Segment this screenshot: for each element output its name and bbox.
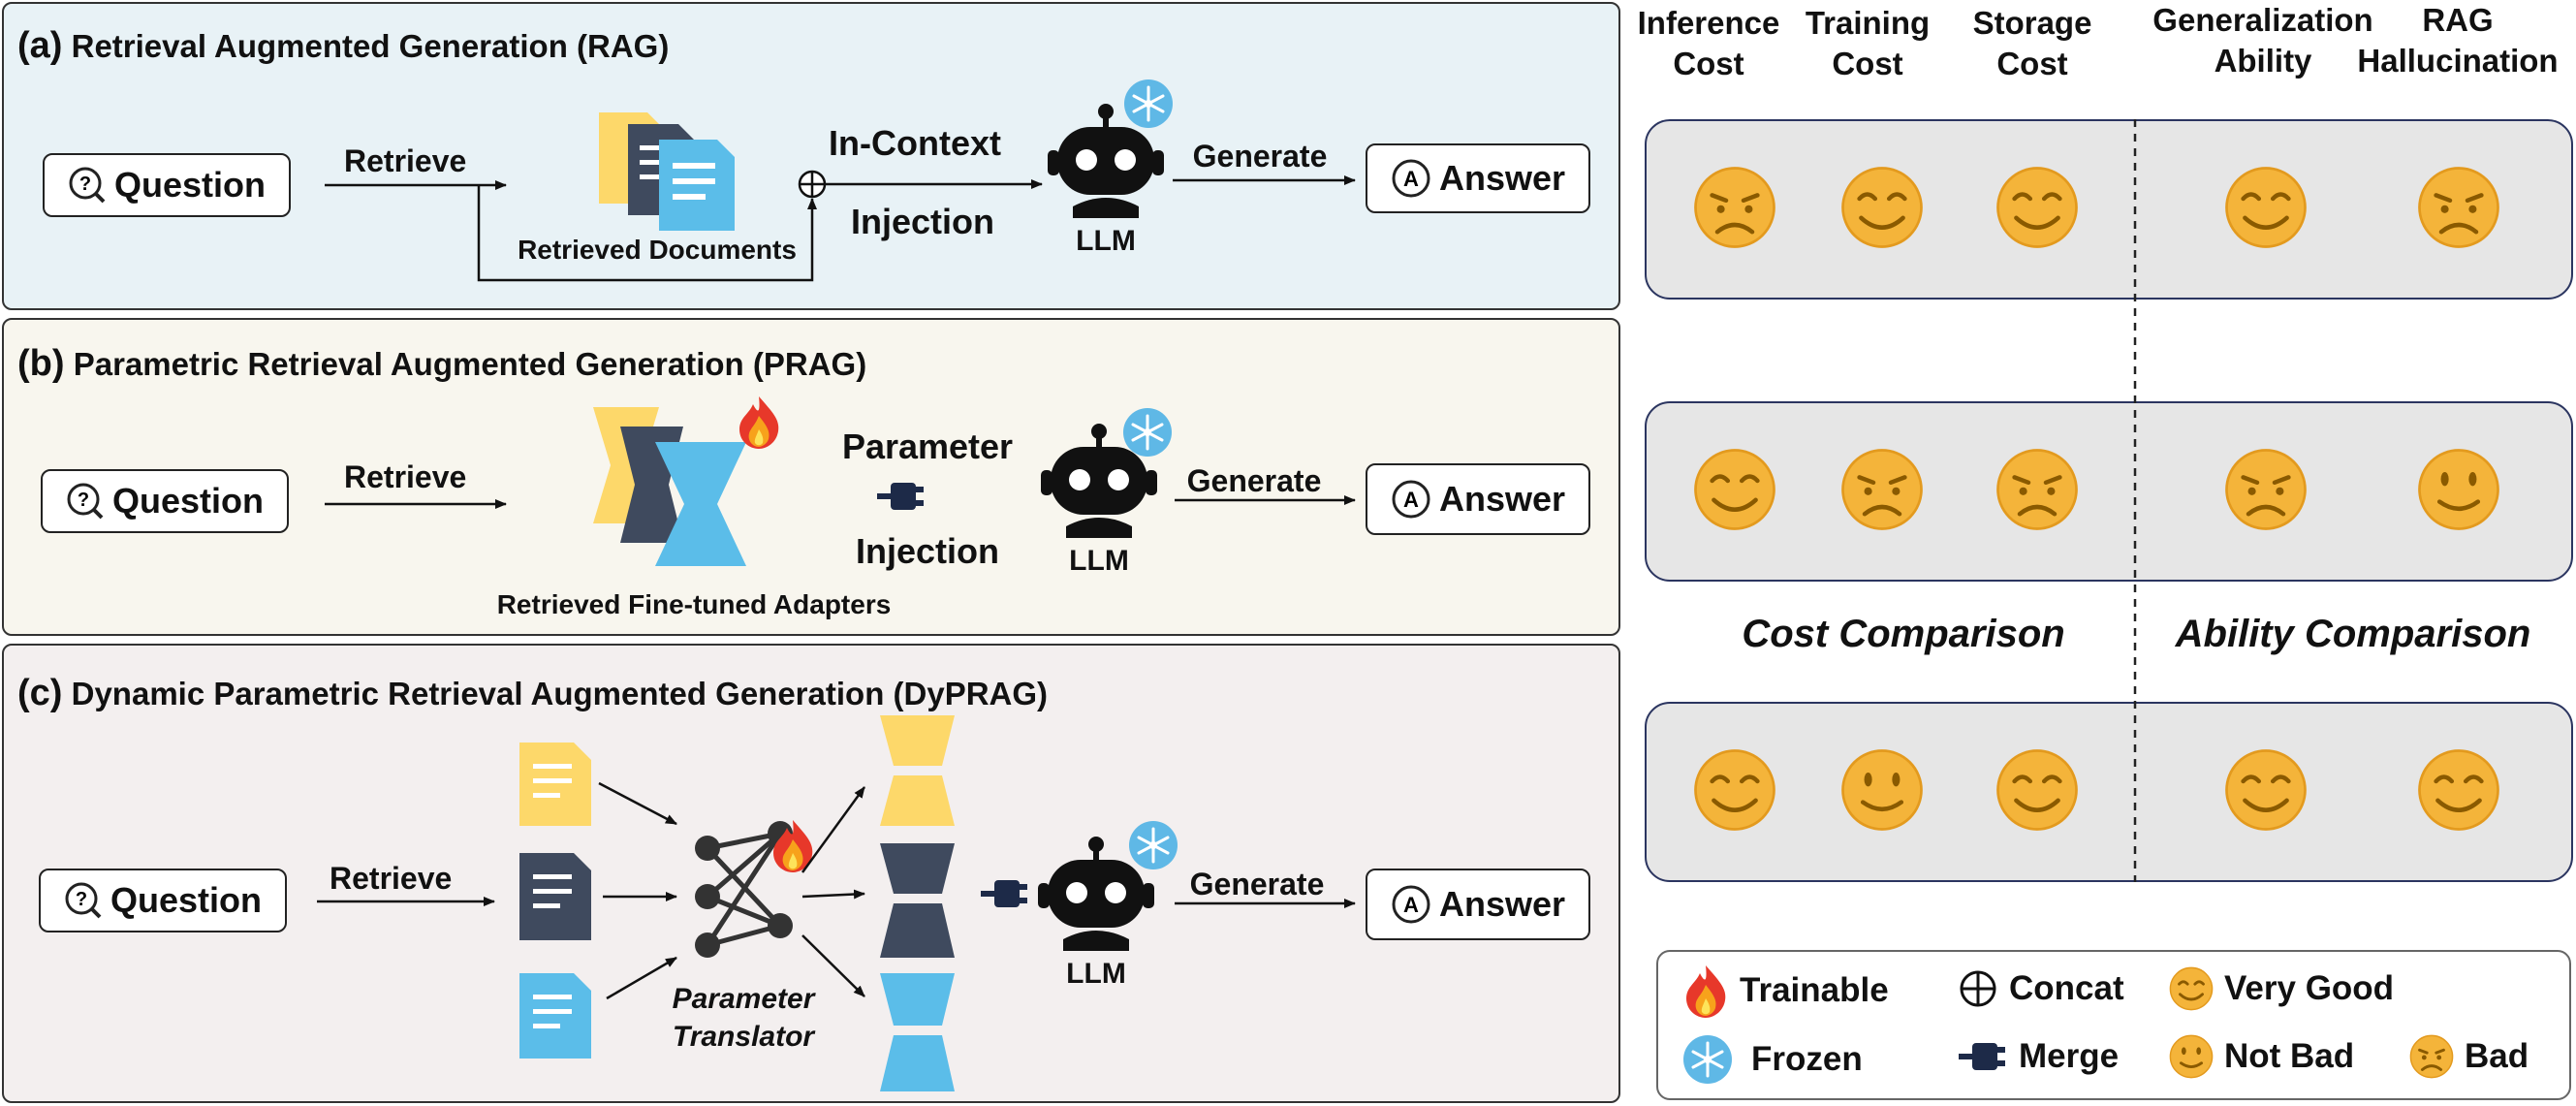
not-bad-face-icon — [2169, 1034, 2214, 1079]
concat-icon — [1960, 970, 1996, 1007]
header-generalization-ability: Generalization Ability — [2152, 2, 2373, 79]
very-good-face-icon — [1994, 746, 2081, 834]
header-storage-cost: Storage Cost — [1972, 5, 2092, 81]
snowflake-icon — [1681, 1033, 1734, 1086]
very-good-face-icon — [1994, 164, 2081, 251]
svg-text:A: A — [1403, 167, 1419, 191]
question-box-b: ? Question — [41, 469, 289, 533]
legend-very-good: Very Good — [2168, 965, 2394, 1012]
legend-merge: Merge — [1951, 1035, 2119, 1078]
svg-text:?: ? — [76, 889, 87, 910]
retrieve-label-c: Retrieve — [330, 861, 453, 896]
plug-icon — [1959, 1043, 2005, 1070]
panel-prag-title: (b) Parametric Retrieval Augmented Gener… — [17, 343, 867, 384]
retrieved-documents-label: Retrieved Documents — [518, 235, 797, 265]
generate-label-a: Generate — [1192, 139, 1328, 174]
retrieve-label-a: Retrieve — [344, 143, 467, 178]
question-icon: ? — [69, 167, 106, 204]
bad-face-icon — [1994, 446, 2081, 533]
answer-box-a: A Answer — [1366, 143, 1590, 213]
retrieved-adapters-label: Retrieved Fine-tuned Adapters — [496, 589, 892, 619]
header-rag-hallucination: RAG Hallucination — [2357, 2, 2559, 79]
question-icon: ? — [65, 882, 102, 919]
doc-blue-icon — [519, 973, 591, 1059]
adapter-stack-icon — [593, 407, 746, 566]
panel-rag-title: (a) Retrieval Augmented Generation (RAG) — [17, 25, 670, 66]
translator-label-1: Parameter — [672, 983, 815, 1015]
answer-icon: A — [1392, 885, 1430, 924]
legend: Trainable Frozen Concat Merge Very Good … — [1656, 950, 2571, 1100]
very-good-face-icon — [2222, 164, 2309, 251]
cost-comparison-label: Cost Comparison — [1742, 613, 2065, 655]
parameter-injection-label-2: Injection — [855, 531, 1000, 571]
doc-yellow-icon — [519, 743, 591, 826]
in-context-label-1: In-Context — [829, 123, 1001, 163]
generate-label-c: Generate — [1189, 867, 1325, 901]
svg-text:A: A — [1403, 893, 1419, 917]
panel-dyprag-title: (c) Dynamic Parametric Retrieval Augment… — [17, 673, 1049, 713]
in-context-label-2: Injection — [850, 202, 995, 241]
svg-text:A: A — [1403, 488, 1419, 512]
very-good-face-icon — [2415, 746, 2502, 834]
generated-adapter-icon — [880, 715, 955, 1091]
bad-face-icon — [2222, 446, 2309, 533]
header-training-cost: Training Cost — [1805, 5, 1931, 81]
retrieve-label-b: Retrieve — [344, 459, 467, 494]
bad-face-icon — [2409, 1034, 2454, 1079]
doc-dark-icon — [519, 853, 591, 940]
fire-icon — [1686, 965, 1726, 1018]
not-bad-face-icon — [2415, 446, 2502, 533]
generate-label-b: Generate — [1186, 463, 1322, 498]
llm-label-a: LLM — [1076, 225, 1136, 257]
legend-concat: Concat — [1957, 967, 2124, 1010]
legend-frozen: Frozen — [1681, 1033, 1863, 1086]
svg-text:?: ? — [79, 174, 91, 195]
very-good-face-icon — [2169, 966, 2214, 1011]
very-good-face-icon — [1691, 746, 1778, 834]
bad-face-icon — [2415, 164, 2502, 251]
not-bad-face-icon — [1838, 746, 1926, 834]
answer-icon: A — [1392, 480, 1430, 519]
question-box-a: ? Question — [43, 153, 291, 217]
bad-face-icon — [1691, 164, 1778, 251]
very-good-face-icon — [2222, 746, 2309, 834]
question-box-c: ? Question — [39, 869, 287, 932]
parameter-translator-network-icon — [695, 821, 793, 958]
translator-label-2: Translator — [672, 1021, 815, 1053]
bad-face-icon — [1838, 446, 1926, 533]
parameter-injection-label-1: Parameter — [841, 427, 1014, 466]
header-inference-cost: Inference Cost — [1637, 5, 1780, 81]
answer-icon: A — [1392, 159, 1430, 198]
llm-label-b: LLM — [1069, 545, 1129, 577]
answer-box-b: A Answer — [1366, 463, 1590, 535]
question-icon: ? — [67, 483, 104, 520]
answer-box-c: A Answer — [1366, 869, 1590, 940]
legend-not-bad: Not Bad — [2168, 1033, 2354, 1080]
legend-trainable: Trainable — [1681, 964, 1889, 1018]
legend-bad: Bad — [2408, 1033, 2529, 1080]
llm-label-c: LLM — [1066, 958, 1126, 990]
ability-comparison-label: Ability Comparison — [2175, 613, 2531, 655]
very-good-face-icon — [1838, 164, 1926, 251]
very-good-face-icon — [1691, 446, 1778, 533]
svg-text:?: ? — [78, 490, 89, 511]
document-stack-icon — [599, 112, 735, 231]
